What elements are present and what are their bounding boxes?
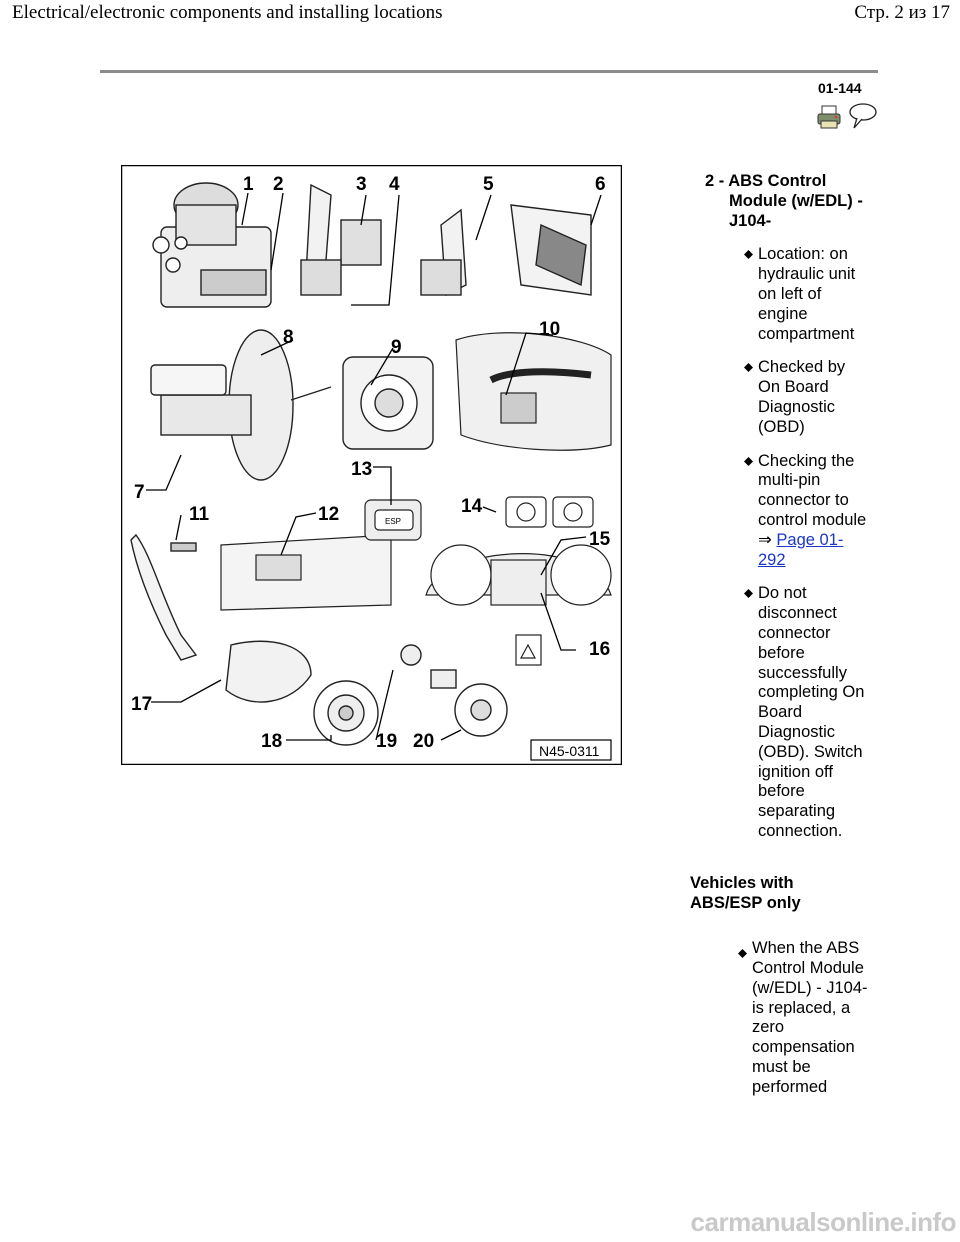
callout-2: 2: [273, 174, 284, 195]
callout-18: 18: [261, 731, 282, 752]
callout-4: 4: [389, 174, 400, 195]
callout-16: 16: [589, 639, 610, 660]
callout-9: 9: [391, 337, 402, 358]
list-item-text: Do not disconnect connector before succe…: [758, 584, 865, 840]
diamond-bullet-icon: [744, 250, 753, 260]
list-item: Do not disconnect connector before succe…: [690, 584, 868, 841]
brake-booster-drawing: [150, 329, 332, 481]
callout-12: 12: [318, 504, 339, 525]
instrument-cluster-drawing: [425, 496, 612, 666]
list-item: Location: on hydraulic unit on left of e…: [690, 245, 868, 344]
header-rule: [100, 70, 878, 73]
esp-button-drawing: [364, 499, 422, 541]
list-item-text: When the ABS Control Module (w/EDL) - J1…: [752, 939, 868, 1096]
steering-knuckle-drawing: [225, 640, 312, 703]
control-unit-drawing: [510, 204, 592, 296]
callout-17: 17: [131, 694, 152, 715]
callout-7: 7: [134, 482, 145, 503]
list-item: Checking the multi-pin connector to cont…: [690, 452, 868, 571]
list-item-text: Checking the multi-pin connector to cont…: [758, 451, 867, 549]
callout-20: 20: [413, 731, 434, 752]
wheel-hub-drawing: [313, 680, 379, 746]
sensor-bracket-drawing: [300, 183, 382, 296]
page-indicator: Стр. 2 из 17: [854, 2, 950, 23]
callout-13: 13: [351, 459, 372, 480]
description-column: 2 - ABS Control Module (w/EDL) - J104- L…: [690, 172, 890, 1098]
diamond-bullet-icon: [744, 589, 753, 599]
esp-button-text: ESP: [385, 517, 401, 526]
callout-10: 10: [539, 319, 560, 340]
callout-5: 5: [483, 174, 494, 195]
component-location-figure: ESP: [120, 164, 623, 766]
section-heading: Vehicles with ABS/ESP only: [690, 873, 801, 912]
callout-6: 6: [595, 174, 606, 195]
rear-hub-drawing: [400, 644, 508, 737]
figure-code: N45-0311: [539, 743, 600, 759]
header-title: Electrical/electronic components and ins…: [12, 2, 443, 23]
list-item: Checked by On Board Diagnostic (OBD): [690, 358, 868, 437]
item-title: 2 - ABS Control Module (w/EDL) - J104-: [705, 172, 863, 230]
speech-balloon-icon[interactable]: [848, 102, 878, 130]
diamond-bullet-icon: [744, 363, 753, 373]
diamond-bullet-icon: [744, 456, 753, 466]
page-link[interactable]: Page 01-292: [758, 530, 844, 569]
watermark: carmanualsonline.info: [690, 1207, 957, 1237]
callout-19: 19: [376, 731, 397, 752]
diamond-bullet-icon: [738, 944, 747, 959]
printer-icon[interactable]: [816, 104, 842, 130]
doc-number: 01-144: [818, 80, 862, 96]
steering-angle-sensor-drawing: [342, 356, 434, 450]
callout-11: 11: [189, 504, 210, 525]
list-item-text: Checked by On Board Diagnostic (OBD): [758, 358, 846, 436]
callout-14: 14: [461, 496, 483, 517]
callout-3: 3: [356, 174, 367, 195]
diagnostic-connector-drawing: [220, 534, 392, 611]
list-item: When the ABS Control Module (w/EDL) - J1…: [690, 939, 872, 1097]
callout-8: 8: [283, 327, 294, 348]
callout-1: 1: [243, 174, 254, 195]
list-item-text: Location: on hydraulic unit on left of e…: [758, 245, 856, 343]
callout-15: 15: [589, 529, 611, 550]
yaw-sensor-drawing: [420, 208, 467, 297]
engine-bay-drawing: [455, 332, 612, 451]
brake-pedal-drawing: [130, 533, 198, 661]
